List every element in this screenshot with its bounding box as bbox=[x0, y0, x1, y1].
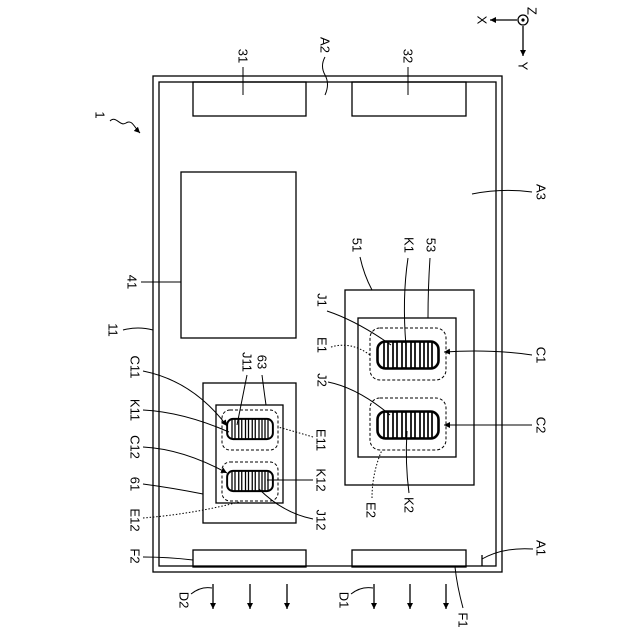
leader-left-board bbox=[143, 484, 203, 494]
label-left-lead-upper: J11 bbox=[240, 352, 255, 372]
leader-right-core-lower bbox=[406, 431, 409, 493]
left-coil-lower bbox=[227, 471, 273, 491]
label-assembly: 1 bbox=[93, 111, 108, 118]
label-left-board: 61 bbox=[128, 477, 143, 491]
leader-outer-frame bbox=[123, 328, 153, 330]
label-top-gap: A2 bbox=[318, 37, 333, 53]
label-right-region-lower: E2 bbox=[364, 502, 379, 518]
label-main-area: A3 bbox=[534, 184, 549, 200]
label-right-core-upper: K1 bbox=[402, 237, 417, 253]
leader-left-lead-lower bbox=[259, 489, 313, 519]
flow-arrows-left bbox=[213, 584, 287, 609]
top-block-right bbox=[352, 82, 466, 116]
label-flow-left: D2 bbox=[177, 592, 192, 609]
label-left-core-upper: K11 bbox=[128, 399, 143, 421]
label-flow-right: D1 bbox=[337, 592, 352, 609]
left-board bbox=[203, 383, 296, 523]
leader-flow-left bbox=[191, 588, 212, 594]
leader-left-coil-lower bbox=[143, 447, 227, 473]
bottom-block-right bbox=[352, 550, 466, 567]
leader-flow-right bbox=[351, 588, 373, 594]
label-right-lead-lower: J2 bbox=[315, 373, 330, 387]
reference-labels: 1 11 31 A2 32 41 A3 51 K1 53 J1 E1 J2 C1… bbox=[93, 37, 549, 628]
leader-right-board bbox=[360, 257, 372, 290]
leader-assembly bbox=[110, 119, 140, 133]
label-bottom-block-left: F2 bbox=[128, 548, 143, 563]
label-outer-frame: 11 bbox=[106, 323, 121, 337]
label-right-lead-upper: J1 bbox=[315, 293, 330, 307]
top-block-left bbox=[193, 82, 306, 116]
outer-frame-inner-line bbox=[159, 82, 496, 566]
leader-bottom-block-right bbox=[455, 567, 463, 608]
z-axis-dot bbox=[521, 18, 524, 21]
label-left-lead-lower: J12 bbox=[314, 510, 329, 531]
label-right-board: 51 bbox=[350, 238, 365, 252]
bottom-block-left bbox=[193, 550, 306, 567]
left-coil-upper bbox=[227, 419, 273, 439]
label-left-board-inner: 63 bbox=[255, 355, 270, 369]
label-right-coil-lower: C2 bbox=[534, 417, 549, 434]
leader-bottom-block-left bbox=[143, 557, 193, 560]
label-right-board-inner: 53 bbox=[424, 238, 439, 252]
label-left-region-upper: E11 bbox=[314, 429, 329, 451]
right-coil-upper bbox=[378, 342, 439, 369]
label-bottom-block-right: F1 bbox=[456, 612, 471, 627]
label-left-coil-lower: C12 bbox=[128, 435, 143, 459]
label-left-coil-upper: C11 bbox=[128, 356, 143, 379]
label-top-block-left: 31 bbox=[236, 49, 251, 63]
label-bottom-corner: A1 bbox=[534, 540, 549, 556]
label-top-block-right: 32 bbox=[401, 49, 416, 63]
leader-left-coil-upper bbox=[143, 371, 227, 426]
leader-right-core-upper bbox=[404, 258, 408, 346]
leader-left-board-inner bbox=[262, 375, 266, 405]
leader-right-region-upper bbox=[331, 345, 370, 355]
leader-left-region-lower bbox=[143, 502, 239, 518]
label-right-coil-upper: C1 bbox=[534, 347, 549, 364]
x-axis-label: X bbox=[475, 16, 490, 25]
leader-bottom-corner bbox=[482, 549, 533, 559]
label-right-region-upper: E1 bbox=[315, 337, 330, 353]
label-left-region-lower: E12 bbox=[128, 508, 143, 531]
right-coil-lower bbox=[378, 412, 439, 439]
z-axis-label: Z bbox=[525, 7, 540, 15]
large-block bbox=[181, 172, 296, 338]
label-left-core-lower: K12 bbox=[314, 468, 329, 491]
label-right-core-lower: K2 bbox=[402, 497, 417, 513]
outer-frame bbox=[153, 76, 502, 572]
y-axis-label: Y bbox=[516, 62, 531, 71]
leader-right-coil-upper bbox=[444, 351, 532, 355]
axes-indicator: X Z Y bbox=[475, 7, 540, 71]
right-board bbox=[345, 290, 474, 485]
leader-right-board-inner bbox=[428, 258, 430, 318]
flow-arrows-right bbox=[374, 584, 446, 609]
label-large-block: 41 bbox=[125, 275, 140, 289]
